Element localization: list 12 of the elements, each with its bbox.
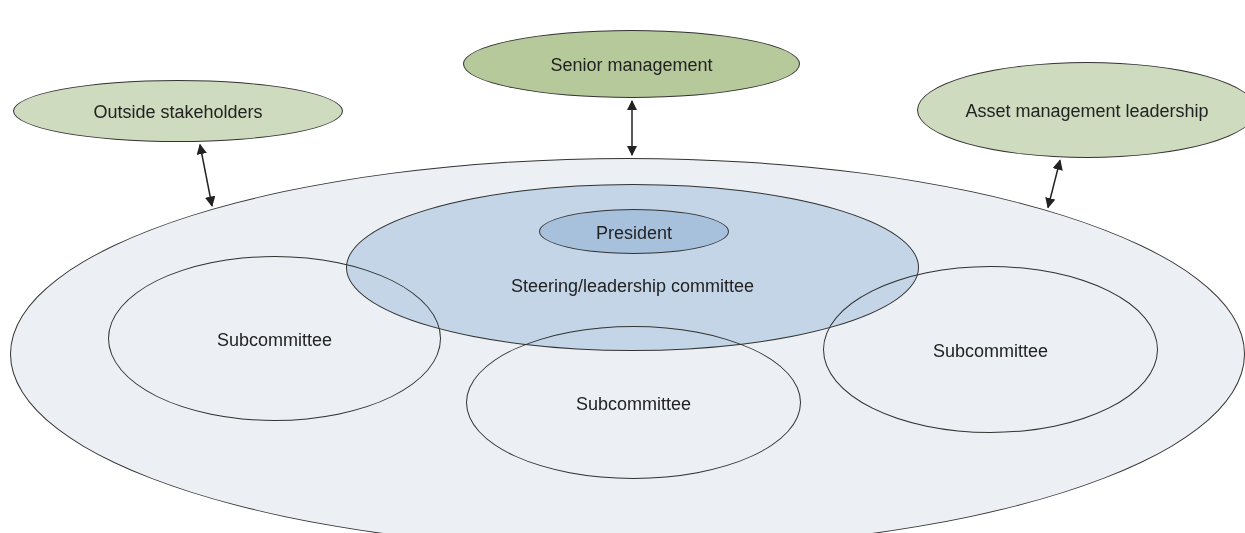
double-arrow — [626, 99, 638, 157]
node-label: Subcommittee — [931, 339, 1050, 362]
node-label: Outside stakeholders — [92, 101, 264, 124]
subcommittee-ellipse — [108, 256, 441, 421]
node-label: Subcommittee — [215, 328, 334, 351]
node-label: President — [594, 221, 673, 244]
node-label: Asset management leadership — [964, 100, 1210, 123]
node-label: Senior management — [549, 54, 714, 77]
node-label: Subcommittee — [574, 392, 693, 415]
double-arrow — [1045, 159, 1063, 209]
node-label: Steering/leadership committee — [509, 275, 756, 298]
double-arrow — [196, 143, 216, 208]
